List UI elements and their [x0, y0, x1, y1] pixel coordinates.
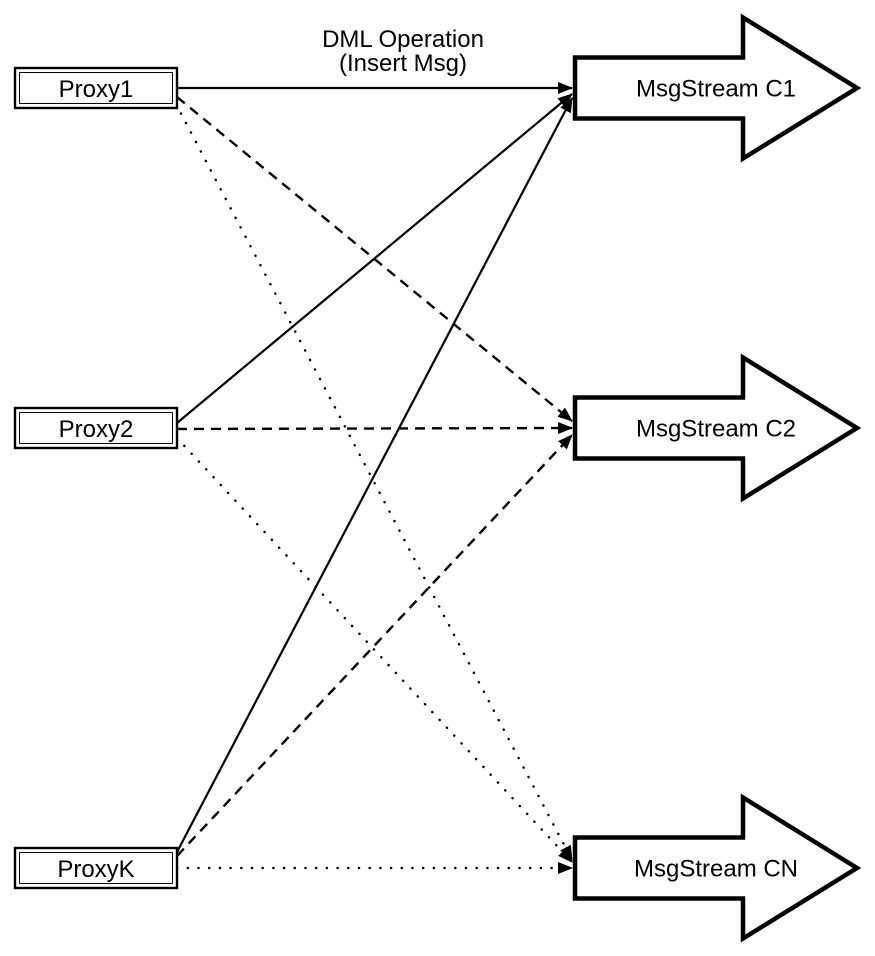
edges-group — [174, 82, 574, 874]
stream-cn-node: MsgStream CN — [572, 793, 862, 943]
stream-c2-label: MsgStream C2 — [636, 416, 796, 443]
edge-proxy1-to-stream-cn — [174, 102, 574, 862]
proxy1-node: Proxy1 — [13, 66, 179, 110]
proxy2-node: Proxy2 — [13, 406, 179, 450]
edge-proxy1-to-stream-c2 — [176, 96, 573, 422]
proxyk-node: ProxyK — [13, 846, 179, 890]
edge-proxy2-to-stream-cn — [175, 436, 574, 864]
dml-operation-label-line1: DML Operation — [322, 26, 484, 53]
stream-c1-node: MsgStream C1 — [572, 13, 862, 163]
edge-proxyk-to-stream-c2 — [176, 434, 573, 857]
proxy2-label: Proxy2 — [59, 416, 134, 443]
proxy1-label: Proxy1 — [59, 76, 134, 103]
dml-operation-label-line2: (Insert Msg) — [339, 50, 467, 77]
stream-c1-label: MsgStream C1 — [636, 76, 796, 103]
proxyk-label: ProxyK — [57, 856, 134, 883]
stream-c2-node: MsgStream C2 — [572, 353, 862, 503]
stream-cn-label: MsgStream CN — [634, 856, 798, 883]
edge-proxy2-to-stream-c2 — [176, 422, 573, 435]
edge-proxyk-to-stream-c1 — [176, 97, 573, 853]
